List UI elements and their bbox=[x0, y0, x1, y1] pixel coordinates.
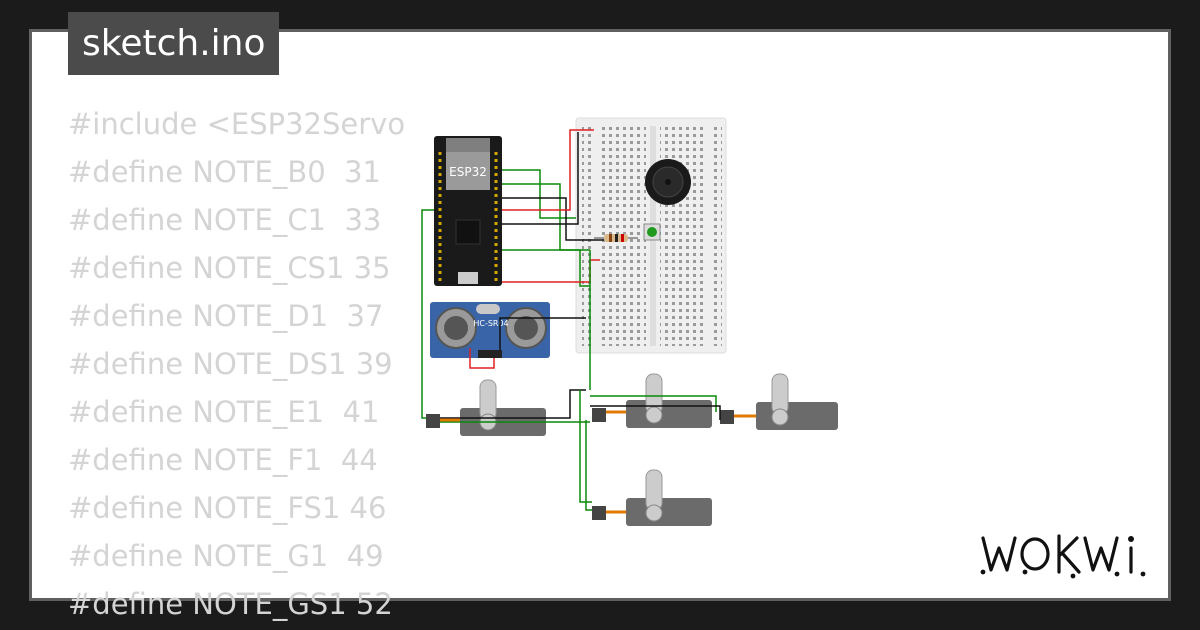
resistor[interactable] bbox=[594, 234, 638, 242]
code-line: #define NOTE_DS1 39 bbox=[68, 347, 393, 381]
ultrasonic-sensor[interactable]: HC-SR04 bbox=[430, 302, 550, 358]
servo-motor[interactable] bbox=[592, 373, 712, 428]
esp32-label: ESP32 bbox=[449, 165, 487, 179]
code-line: #define NOTE_C1 33 bbox=[68, 203, 382, 237]
push-button[interactable] bbox=[643, 223, 661, 241]
servo-motor[interactable] bbox=[720, 373, 838, 430]
code-line: #include <ESP32Servo bbox=[68, 107, 406, 141]
code-line: #define NOTE_GS1 52 bbox=[68, 587, 393, 621]
code-line: #define NOTE_FS1 46 bbox=[68, 491, 387, 525]
buzzer[interactable] bbox=[645, 159, 691, 205]
circuit-diagram[interactable]: ESP32 HC-SR04 bbox=[390, 90, 850, 540]
code-editor[interactable]: #include <ESP32Servo #define NOTE_B0 31 … bbox=[68, 100, 405, 628]
code-line: #define NOTE_B0 31 bbox=[68, 155, 381, 189]
code-line: #define NOTE_CS1 35 bbox=[68, 251, 391, 285]
servo-motor[interactable] bbox=[426, 379, 546, 436]
code-line: #define NOTE_D1 37 bbox=[68, 299, 384, 333]
sensor-label: HC-SR04 bbox=[473, 319, 508, 328]
wires bbox=[421, 129, 756, 514]
code-line: #define NOTE_F1 44 bbox=[68, 443, 378, 477]
preview-card: #include <ESP32Servo #define NOTE_B0 31 … bbox=[32, 32, 1168, 621]
esp32-board[interactable]: ESP32 bbox=[434, 136, 502, 286]
servo-motor[interactable] bbox=[592, 469, 712, 526]
code-line: #define NOTE_E1 41 bbox=[68, 395, 380, 429]
wokwi-logo bbox=[980, 534, 1146, 579]
file-tab[interactable]: sketch.ino bbox=[68, 12, 280, 75]
code-line: #define NOTE_G1 49 bbox=[68, 539, 384, 573]
